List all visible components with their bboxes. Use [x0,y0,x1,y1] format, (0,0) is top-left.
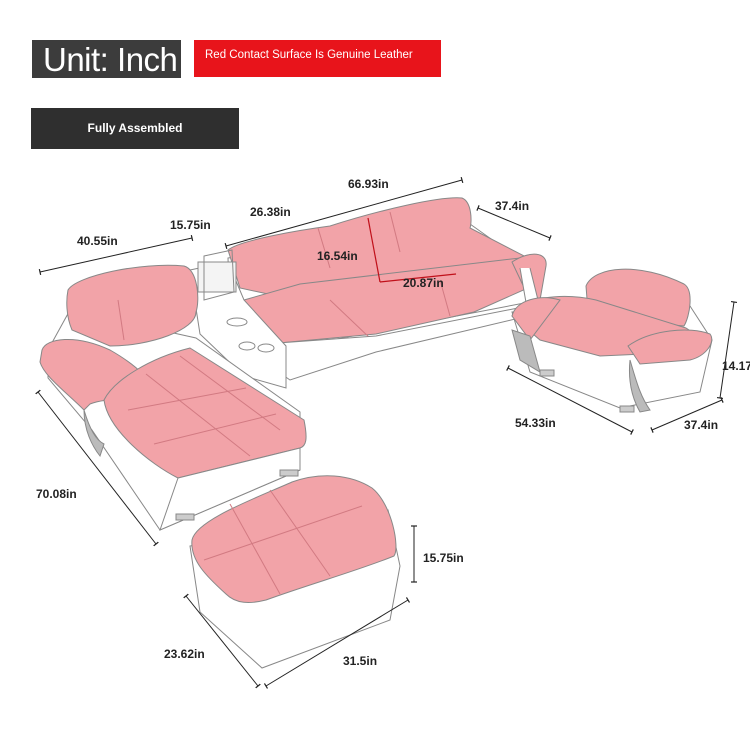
dim-chaise-width: 40.55in [77,234,118,248]
dim-back-height: 16.54in [317,249,358,263]
dim-sofa-depth: 37.4in [495,199,529,213]
dim-chaise-length: 70.08in [36,487,77,501]
dim-seat-depth: 20.87in [403,276,444,290]
armchair-armrest-left [511,297,561,341]
dim-chair-height: 14.17in [722,359,750,373]
dim-ottoman-width: 31.5in [343,654,377,668]
dim-chair-depth: 37.4in [684,418,718,432]
dim-ottoman-height: 15.75in [423,551,464,565]
armchair-armrest-right [627,329,713,365]
dim-console-width: 15.75in [170,218,211,232]
ottoman [189,475,401,669]
dimension-lines [35,176,738,689]
dim-ottoman-depth: 23.62in [164,647,205,661]
dim-seat-width: 26.38in [250,205,291,219]
assembled-badge: Fully Assembled [31,108,239,149]
dim-chair-width: 54.33in [515,416,556,430]
dim-sofa-length: 66.93in [348,177,389,191]
console [189,249,287,389]
unit-badge: Unit: Inch [32,40,181,78]
leather-note: Red Contact Surface Is Genuine Leather [194,40,441,77]
